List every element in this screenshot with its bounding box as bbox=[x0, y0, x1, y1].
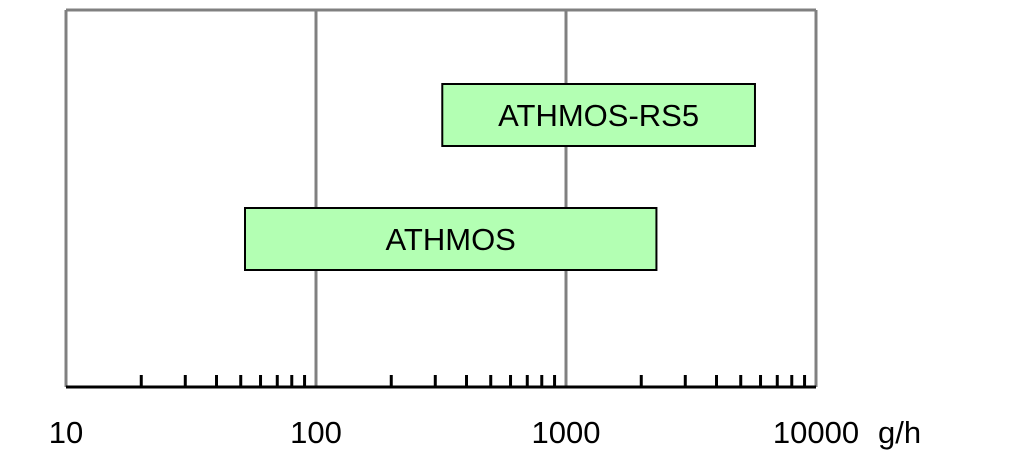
range-bar-athmos-rs5 bbox=[441, 83, 756, 147]
range-bar-athmos bbox=[244, 207, 658, 271]
range-bar-label-athmos-rs5: ATHMOS-RS5 bbox=[498, 98, 699, 133]
x-tick-label-10000: 10000 bbox=[773, 415, 859, 450]
x-axis-unit-label: g/h bbox=[878, 415, 921, 450]
x-tick-label-10: 10 bbox=[49, 415, 83, 450]
grid-layer bbox=[64, 8, 818, 387]
range-bar-label-athmos: ATHMOS bbox=[386, 222, 516, 257]
x-axis: 10 100 1000 10000 bbox=[49, 375, 859, 450]
x-tick-label-1000: 1000 bbox=[532, 415, 601, 450]
x-tick-label-100: 100 bbox=[290, 415, 342, 450]
